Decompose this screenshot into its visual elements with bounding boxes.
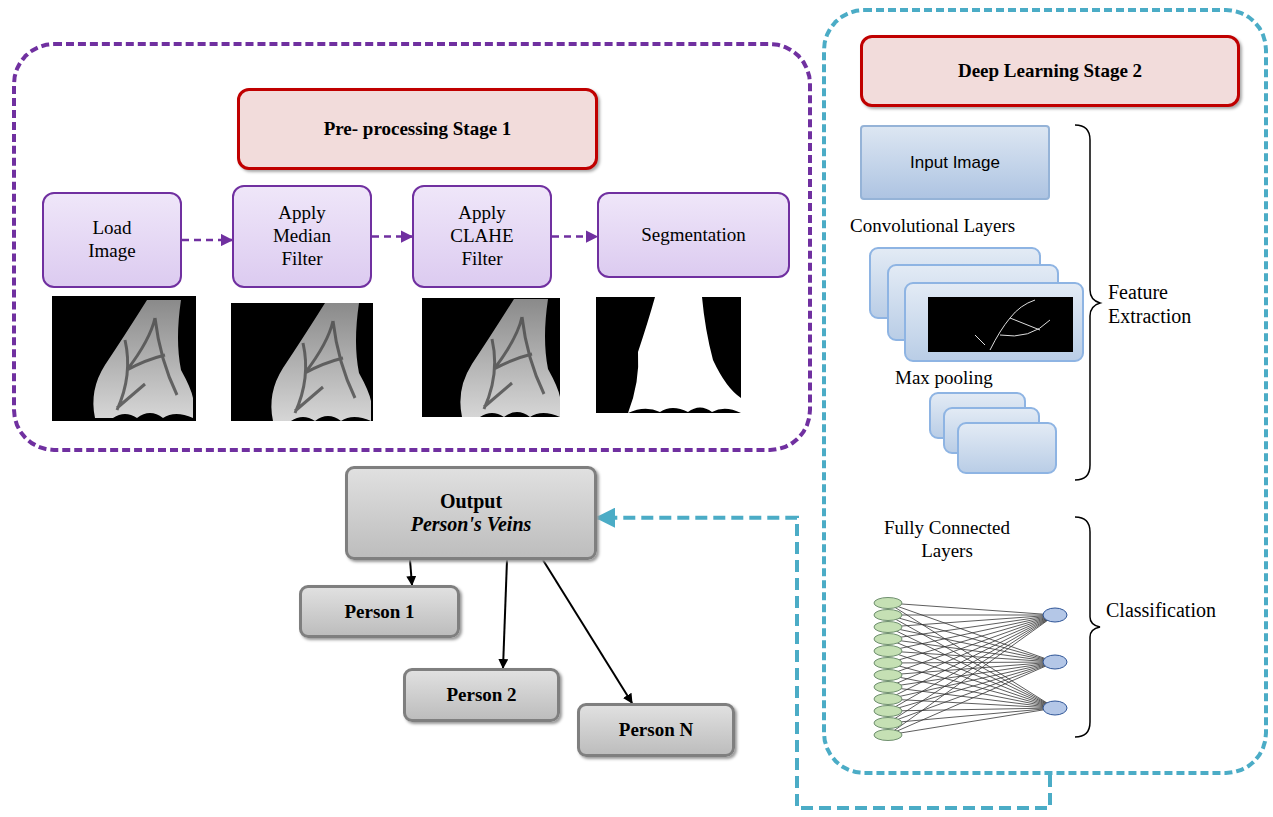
output-neurons bbox=[1043, 608, 1067, 715]
output-title: Output bbox=[440, 490, 502, 513]
bracket bbox=[1075, 517, 1100, 737]
person-label: Person N bbox=[619, 719, 693, 741]
segmented-hand bbox=[628, 297, 741, 413]
box-label: Input Image bbox=[910, 153, 1000, 173]
stage-region: Pre- processing Stage 1 Load Image Apply M… bbox=[12, 42, 812, 452]
connector bbox=[552, 235, 597, 238]
person-label: Person 2 bbox=[446, 684, 516, 706]
process-box: Apply Median Filter bbox=[232, 185, 372, 288]
segmented-image bbox=[596, 297, 741, 413]
layer-label: Max pooling bbox=[895, 367, 1055, 390]
process-box: Load Image bbox=[42, 192, 182, 288]
process-box: Segmentation bbox=[597, 192, 790, 278]
connector bbox=[372, 235, 412, 238]
network-links bbox=[888, 603, 1055, 735]
input-neurons bbox=[874, 598, 902, 741]
vein-image bbox=[422, 298, 560, 417]
stage-header: Pre- processing Stage 1 bbox=[237, 88, 598, 170]
output-box: OutputPerson's Veins bbox=[345, 466, 597, 560]
person-box: Person 2 bbox=[403, 668, 560, 722]
output-subtitle: Person's Veins bbox=[411, 513, 532, 536]
feature-map bbox=[928, 297, 1073, 352]
box-label: Apply Median Filter bbox=[261, 202, 343, 270]
bracket bbox=[1075, 125, 1100, 480]
stage-region: Deep Learning Stage 2 Convolutional Layer… bbox=[822, 8, 1268, 775]
connector bbox=[503, 560, 507, 668]
box-label: Load Image bbox=[71, 217, 153, 263]
connector bbox=[182, 239, 232, 242]
feature-veins bbox=[975, 300, 1050, 350]
box-label: Apply CLAHE Filter bbox=[441, 202, 523, 270]
pooling-layer bbox=[958, 423, 1056, 473]
input-box: Input Image bbox=[860, 125, 1050, 200]
connector bbox=[410, 560, 412, 585]
hand-image bbox=[271, 303, 371, 421]
hand-image bbox=[93, 300, 193, 418]
person-label: Person 1 bbox=[344, 601, 414, 623]
person-box: Person N bbox=[577, 703, 735, 757]
group-label: Classification bbox=[1106, 598, 1251, 622]
vein-image bbox=[52, 296, 196, 421]
process-box: Apply CLAHE Filter bbox=[412, 185, 552, 288]
layer-label: Convolutional Layers bbox=[850, 215, 1080, 238]
person-box: Person 1 bbox=[299, 585, 460, 638]
box-label: Segmentation bbox=[641, 224, 745, 247]
vein-image bbox=[231, 303, 373, 421]
hand-image bbox=[460, 299, 560, 417]
stage-header: Deep Learning Stage 2 bbox=[860, 35, 1240, 107]
conv-layer bbox=[905, 283, 1083, 361]
layer-label: Fully Connected Layers bbox=[862, 517, 1032, 563]
group-label: Feature Extraction bbox=[1108, 280, 1228, 328]
